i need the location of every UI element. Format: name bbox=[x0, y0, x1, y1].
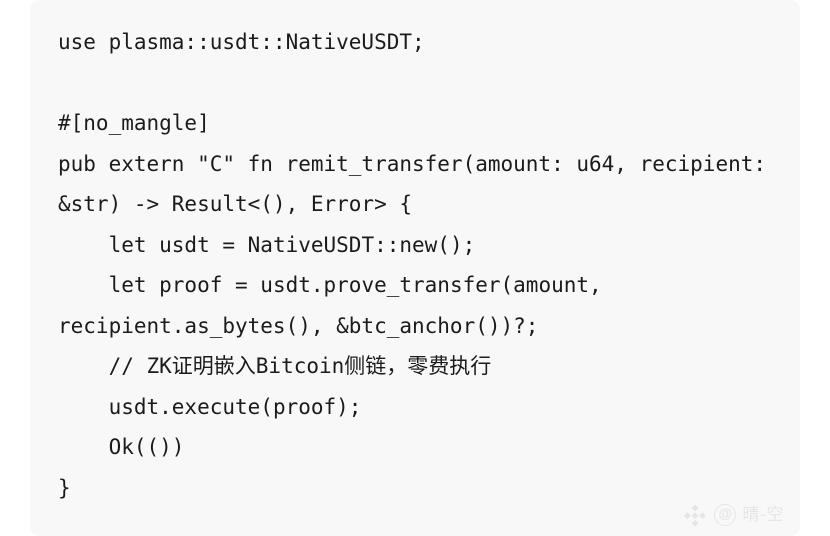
code-scroll-area[interactable]: use plasma::usdt::NativeUSDT; #[no_mangl… bbox=[30, 0, 800, 536]
code-block: use plasma::usdt::NativeUSDT; #[no_mangl… bbox=[30, 0, 800, 536]
code-content: use plasma::usdt::NativeUSDT; #[no_mangl… bbox=[58, 30, 767, 500]
